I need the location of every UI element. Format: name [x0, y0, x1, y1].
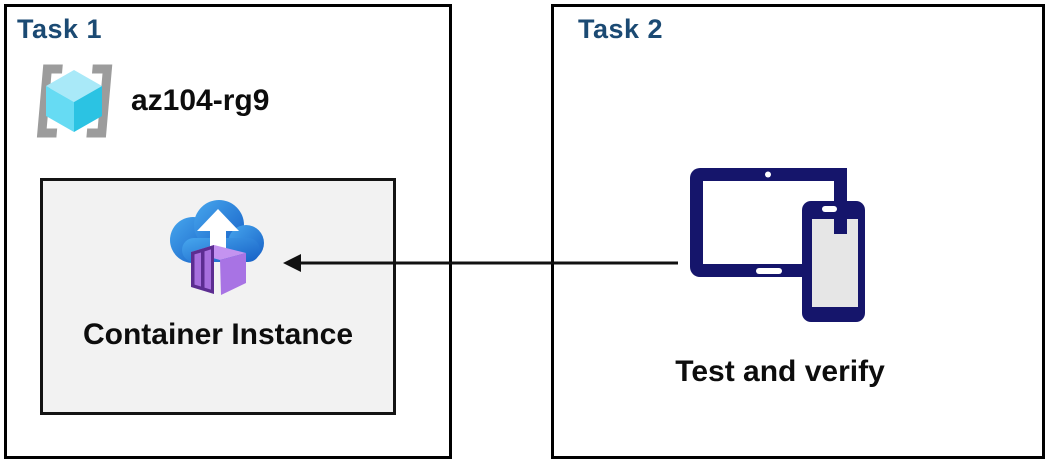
phone-speaker: [822, 206, 837, 212]
tablet-phone-icon: [690, 168, 865, 322]
container-box: [191, 245, 246, 295]
upload-arrow-icon: [197, 209, 239, 253]
container-instance-panel: Container Instance: [40, 178, 396, 415]
tablet-frame-overlap: [834, 168, 847, 234]
devices-group: Test and verify: [675, 159, 885, 389]
cube-right-face: [74, 86, 102, 132]
tablet-home-button: [756, 268, 782, 274]
cube-left-face: [46, 86, 74, 132]
tablet-camera-dot: [765, 171, 771, 178]
bracket-left: [36, 64, 63, 138]
task1-title: Task 1: [17, 14, 103, 44]
devices-label: Test and verify: [675, 355, 885, 388]
bracket-right: [86, 64, 113, 138]
resource-group-icon: [36, 64, 113, 138]
resource-group-row: az104-rg9: [31, 62, 269, 140]
resource-group-name: az104-rg9: [131, 84, 270, 117]
task2-title: Task 2: [578, 14, 664, 44]
container-instance-icon: [170, 200, 264, 295]
phone-shape: [802, 168, 865, 322]
task1-box: Task 1 az104-rg9: [4, 4, 452, 459]
task2-box: Task 2 Test and verify: [551, 4, 1045, 459]
container-instance-label: Container Instance: [82, 318, 354, 351]
